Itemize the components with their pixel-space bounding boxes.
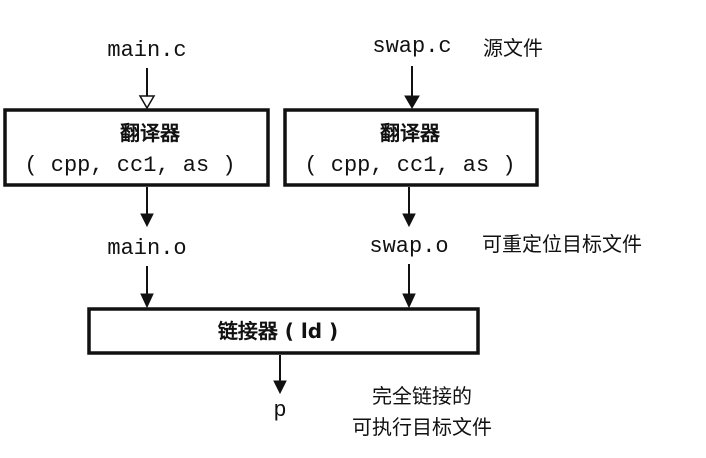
main-o-label: main.o bbox=[107, 236, 186, 261]
arrow-translator-to-swap-o bbox=[402, 187, 416, 228]
arrow-main-o-to-linker bbox=[140, 266, 154, 309]
executable-caption-line1: 完全链接的 bbox=[372, 384, 472, 408]
swap-c-label: swap.c bbox=[372, 34, 451, 59]
executable-caption-line2: 可执行目标文件 bbox=[352, 415, 492, 439]
arrow-swap-c-to-translator bbox=[404, 66, 420, 109]
translator-tools: ( cpp, cc1, as ) bbox=[24, 153, 235, 178]
translator-title: 翻译器 bbox=[380, 121, 441, 145]
translator-title: 翻译器 bbox=[120, 121, 181, 145]
arrow-linker-to-p bbox=[273, 355, 287, 395]
linker-box: 链接器 ( ld ) bbox=[87, 307, 480, 355]
main-c-label: main.c bbox=[107, 38, 186, 63]
arrow-translator-to-main-o bbox=[140, 187, 154, 228]
source-files-caption: 源文件 bbox=[483, 36, 543, 60]
executable-p-label: p bbox=[273, 398, 286, 423]
relocatable-object-files-caption: 可重定位目标文件 bbox=[482, 232, 642, 256]
arrow-swap-o-to-linker bbox=[402, 264, 416, 309]
translator-box-main: 翻译器 ( cpp, cc1, as ) bbox=[3, 108, 270, 187]
arrow-main-c-to-translator bbox=[138, 68, 156, 110]
swap-o-label: swap.o bbox=[369, 234, 448, 259]
translator-box-swap: 翻译器 ( cpp, cc1, as ) bbox=[283, 108, 539, 187]
linker-label: 链接器 ( ld ) bbox=[218, 319, 338, 343]
translator-tools: ( cpp, cc1, as ) bbox=[304, 153, 515, 178]
